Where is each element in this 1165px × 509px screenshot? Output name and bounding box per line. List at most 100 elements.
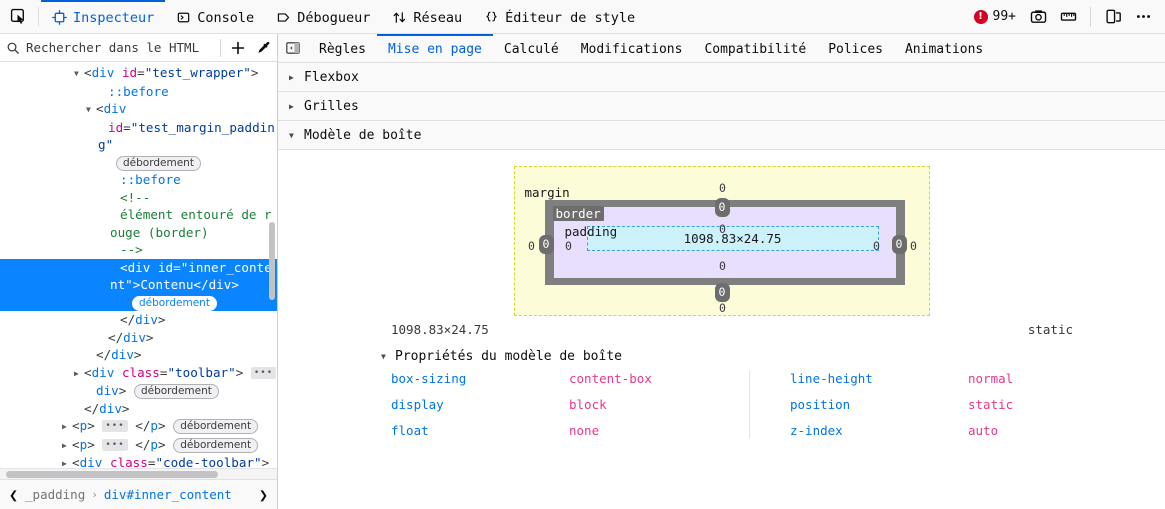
- box-model-section: margin 0 0 0 0 1098.83×24.75: [278, 150, 1165, 509]
- property-value[interactable]: content-box: [569, 371, 652, 386]
- dom-tree-node-markup: <div class="toolbar"> •••: [84, 365, 277, 380]
- panel-toggle-icon[interactable]: [278, 34, 308, 62]
- tab-label: Débogueur: [297, 9, 371, 26]
- border-top-value[interactable]: 0: [714, 198, 730, 217]
- more-options-icon[interactable]: [1129, 4, 1157, 30]
- dom-tree-vertical-scrollbar[interactable]: [269, 222, 275, 300]
- box-model-padding-region[interactable]: 1098.83×24.75: [553, 207, 896, 278]
- tab-console[interactable]: Console: [165, 0, 265, 33]
- border-right-value[interactable]: 0: [891, 235, 907, 254]
- box-model-properties-header[interactable]: ▼ Propriétés du modèle de boîte: [278, 349, 1165, 364]
- chevron-down-icon[interactable]: ▼: [86, 105, 91, 114]
- tab-polices[interactable]: Polices: [817, 34, 894, 62]
- chevron-left-icon[interactable]: ❮: [9, 485, 19, 504]
- responsive-design-mode-icon[interactable]: [1099, 4, 1127, 30]
- dom-tree-node-markup: </div>: [108, 329, 154, 345]
- chevron-right-icon[interactable]: ▶: [62, 459, 67, 468]
- section-header-grilles[interactable]: ▶ Grilles: [278, 92, 1165, 121]
- dom-tree-node[interactable]: </div>: [0, 311, 277, 329]
- border-bottom-value[interactable]: 0: [714, 283, 730, 302]
- tab-debogueur[interactable]: Débogueur: [265, 0, 381, 33]
- property-value[interactable]: none: [569, 423, 600, 438]
- dom-tree-node[interactable]: ▶<div class="code-toolbar">: [0, 454, 277, 468]
- dom-tree-node[interactable]: </div>: [0, 329, 277, 347]
- margin-right-value[interactable]: 0: [910, 239, 917, 253]
- tab-inspecteur[interactable]: Inspecteur: [41, 0, 166, 33]
- border-left-value[interactable]: 0: [538, 235, 554, 254]
- eyedropper-icon[interactable]: [251, 35, 277, 61]
- property-name[interactable]: z-index: [790, 423, 843, 438]
- dom-tree-node[interactable]: ::before: [0, 171, 277, 189]
- tab-mise-en-page[interactable]: Mise en page: [376, 34, 493, 62]
- tab-modifications[interactable]: Modifications: [570, 34, 694, 62]
- padding-right-value[interactable]: 0: [873, 239, 880, 253]
- section-header-flexbox[interactable]: ▶ Flexbox: [278, 63, 1165, 92]
- dom-tree-node[interactable]: -->: [0, 241, 277, 259]
- property-name[interactable]: line-height: [790, 371, 873, 386]
- margin-left-value[interactable]: 0: [528, 239, 535, 253]
- tab-compatibilite[interactable]: Compatibilité: [693, 34, 817, 62]
- measure-icon[interactable]: [1054, 4, 1082, 30]
- padding-left-value[interactable]: 0: [565, 239, 572, 253]
- section-header-modele-de-boite[interactable]: ▼ Modèle de boîte: [278, 121, 1165, 150]
- dom-tree-node[interactable]: ▶ <div class="toolbar"> •••: [0, 364, 277, 383]
- devtools-tab-list: Inspecteur Console Débogueur: [41, 0, 646, 33]
- search-input[interactable]: [24, 39, 216, 56]
- tab-regles[interactable]: Règles: [308, 34, 377, 62]
- breadcrumb-item-parent[interactable]: _padding: [25, 487, 86, 502]
- box-model-content-region[interactable]: 1098.83×24.75: [586, 226, 879, 251]
- dom-tree-node[interactable]: ▼<div: [0, 100, 277, 119]
- scrollbar-thumb[interactable]: [6, 471, 218, 478]
- error-count: 99+: [992, 9, 1016, 24]
- chevron-right-icon[interactable]: ▶: [62, 422, 67, 431]
- chevron-down-icon[interactable]: ▼: [74, 69, 79, 78]
- property-value[interactable]: block: [569, 397, 607, 412]
- dom-tree-node[interactable]: </div>: [0, 346, 277, 364]
- dom-tree-node[interactable]: ▶<p> ••• </p> débordement: [0, 436, 277, 455]
- error-count-badge[interactable]: ! 99+: [968, 9, 1022, 24]
- dom-tree-node[interactable]: débordement: [0, 154, 277, 172]
- dom-tree-node[interactable]: ▶<p> ••• </p> débordement: [0, 417, 277, 436]
- tab-animations[interactable]: Animations: [894, 34, 994, 62]
- dom-tree-horizontal-scrollbar[interactable]: [0, 468, 277, 479]
- property-value[interactable]: auto: [968, 423, 999, 438]
- dom-tree-node-selected[interactable]: <div id="inner_content">Contenu</div>: [0, 258, 277, 294]
- tab-reseau[interactable]: Réseau: [381, 0, 473, 33]
- dom-tree-node[interactable]: div> débordement: [0, 382, 277, 400]
- padding-bottom-value[interactable]: 0: [719, 259, 726, 273]
- dom-tree-node[interactable]: <!--: [0, 189, 277, 207]
- dom-tree-node-selected[interactable]: débordement: [0, 293, 277, 311]
- breadcrumb-item-current[interactable]: div#inner_content: [103, 487, 232, 502]
- property-name[interactable]: display: [391, 397, 444, 412]
- element-picker-icon[interactable]: [0, 0, 36, 33]
- dom-tree-node[interactable]: ▼<div id="test_wrapper">: [0, 64, 277, 83]
- dom-tree-node[interactable]: id="test_margin_padding": [0, 119, 277, 154]
- padding-top-value[interactable]: 0: [719, 222, 726, 236]
- dom-tree-node[interactable]: ::before: [0, 83, 277, 101]
- dom-tree-node[interactable]: élément entouré de rouge (border): [0, 206, 277, 241]
- box-model-margin-region[interactable]: margin 0 0 0 0 1098.83×24.75: [513, 166, 930, 316]
- margin-bottom-value[interactable]: 0: [719, 301, 726, 315]
- chevron-right-icon[interactable]: ❯: [258, 485, 268, 504]
- element-size: 1098.83×24.75: [391, 322, 489, 337]
- plus-icon[interactable]: [225, 35, 251, 61]
- property-row: position static: [790, 397, 1105, 412]
- margin-top-value[interactable]: 0: [719, 181, 726, 195]
- tab-calcule[interactable]: Calculé: [493, 34, 570, 62]
- property-value[interactable]: static: [968, 397, 1014, 412]
- property-name[interactable]: float: [391, 423, 429, 438]
- margin-label: margin: [524, 185, 570, 200]
- screenshot-icon[interactable]: [1024, 4, 1052, 30]
- property-name[interactable]: box-sizing: [391, 371, 467, 386]
- dom-tree-node-markup: </div>: [84, 400, 130, 416]
- property-value[interactable]: normal: [968, 371, 1014, 386]
- sidebar-tab-list: Règles Mise en page Calculé Modification…: [278, 34, 1165, 63]
- dom-tree-node[interactable]: </div>: [0, 400, 277, 418]
- chevron-right-icon[interactable]: ▶: [62, 440, 67, 450]
- property-name[interactable]: position: [790, 397, 851, 412]
- toolbar-divider: [38, 7, 39, 26]
- chevron-right-icon[interactable]: ▶: [74, 368, 79, 378]
- error-icon: !: [973, 9, 988, 24]
- tab-editeur-de-style[interactable]: Éditeur de style: [473, 0, 646, 33]
